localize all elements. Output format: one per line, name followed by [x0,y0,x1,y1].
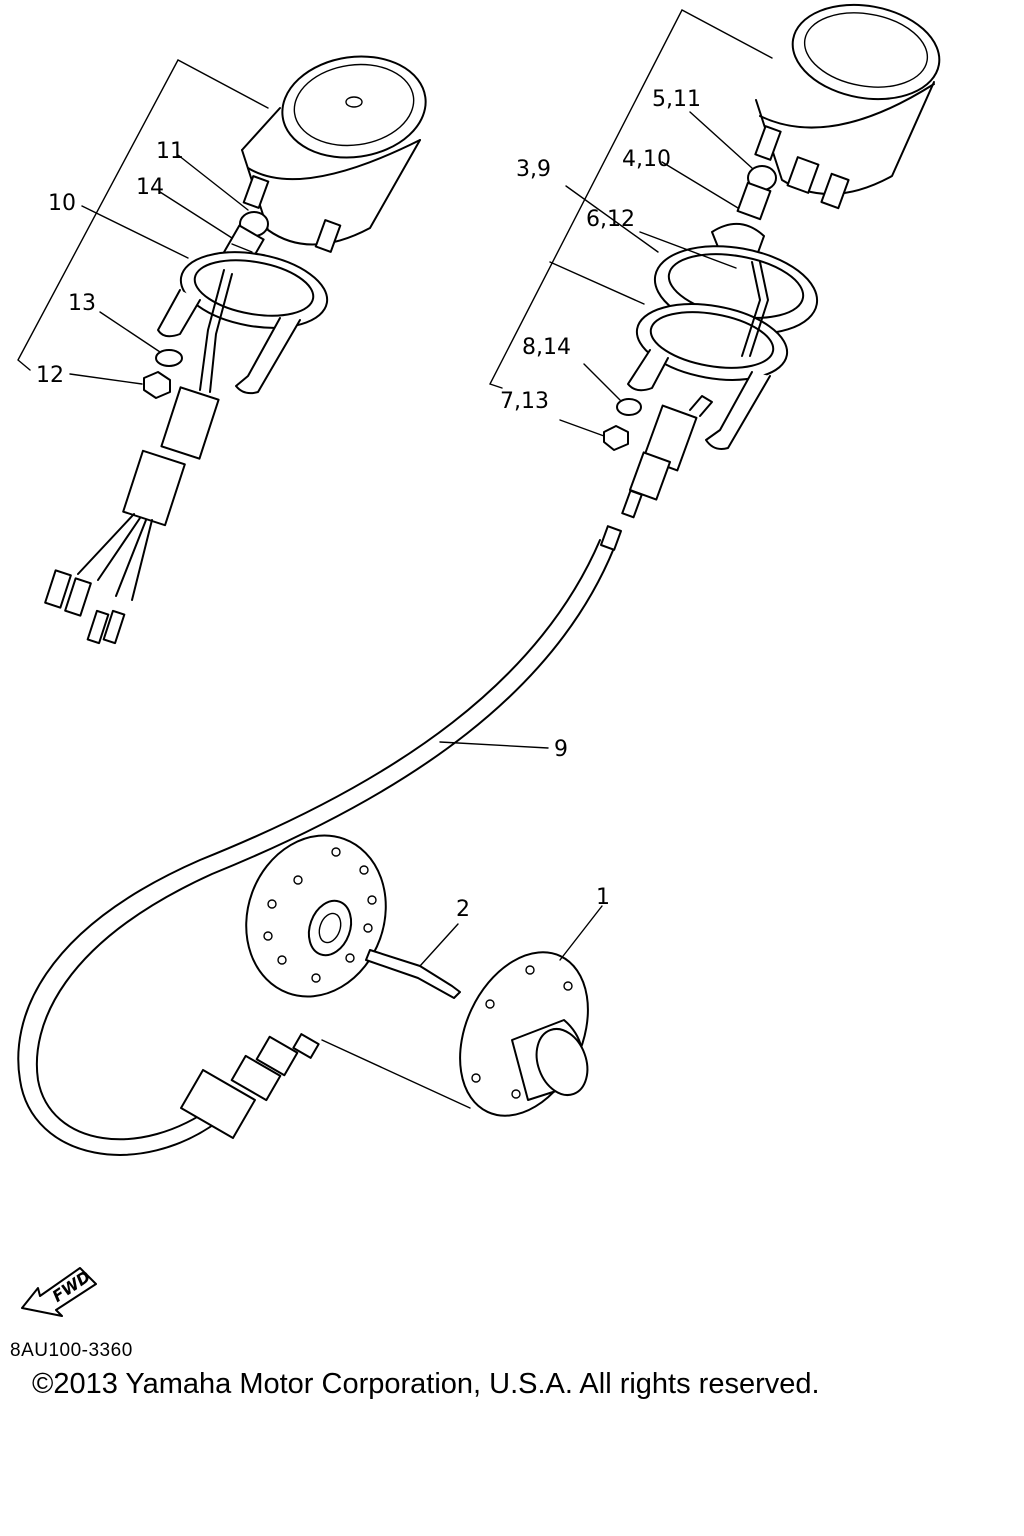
callout-13-left: 13 [68,291,96,316]
right-bulb-socket [711,165,777,259]
callout-4-10: 4,10 [622,147,671,172]
gear-housing [459,951,589,1117]
right-washer-nut [603,398,642,451]
left-meter-assembly [17,55,427,645]
callout-9: 9 [554,737,568,762]
callout-2: 2 [456,897,470,922]
drive-plate [245,834,387,998]
right-meter-gauge [754,3,941,210]
callout-11-left: 11 [156,139,184,164]
speedometer-cable [17,525,622,1156]
left-meter-bracket [157,251,329,395]
right-cable-connector [621,395,713,519]
drive-shaft [365,949,461,999]
fwd-arrow-icon: FWD [21,1267,97,1317]
copyright-notice: ©2013 Yamaha Motor Corporation, U.S.A. A… [32,1368,820,1400]
callout-7-13: 7,13 [500,389,549,414]
left-wire-harness [44,269,233,645]
callout-5-11: 5,11 [652,87,701,112]
right-meter-bracket [627,245,819,450]
callout-8-14: 8,14 [522,335,571,360]
drive-gear-assembly [245,834,603,1117]
callout-3-9: 3,9 [516,157,551,182]
left-meter-gauge [241,55,427,253]
callout-10-left: 10 [48,191,76,216]
right-meter-assembly [489,3,941,519]
drawing-code: 8AU100-3360 [10,1340,133,1361]
callout-6-12: 6,12 [586,207,635,232]
callout-14-left: 14 [136,175,164,200]
callout-1: 1 [596,885,610,910]
callout-12-left: 12 [36,363,64,388]
left-washer-nut [143,349,183,399]
callout-labels: 11 14 10 13 12 5,11 4,10 3,9 6,12 8,14 7… [36,87,701,922]
